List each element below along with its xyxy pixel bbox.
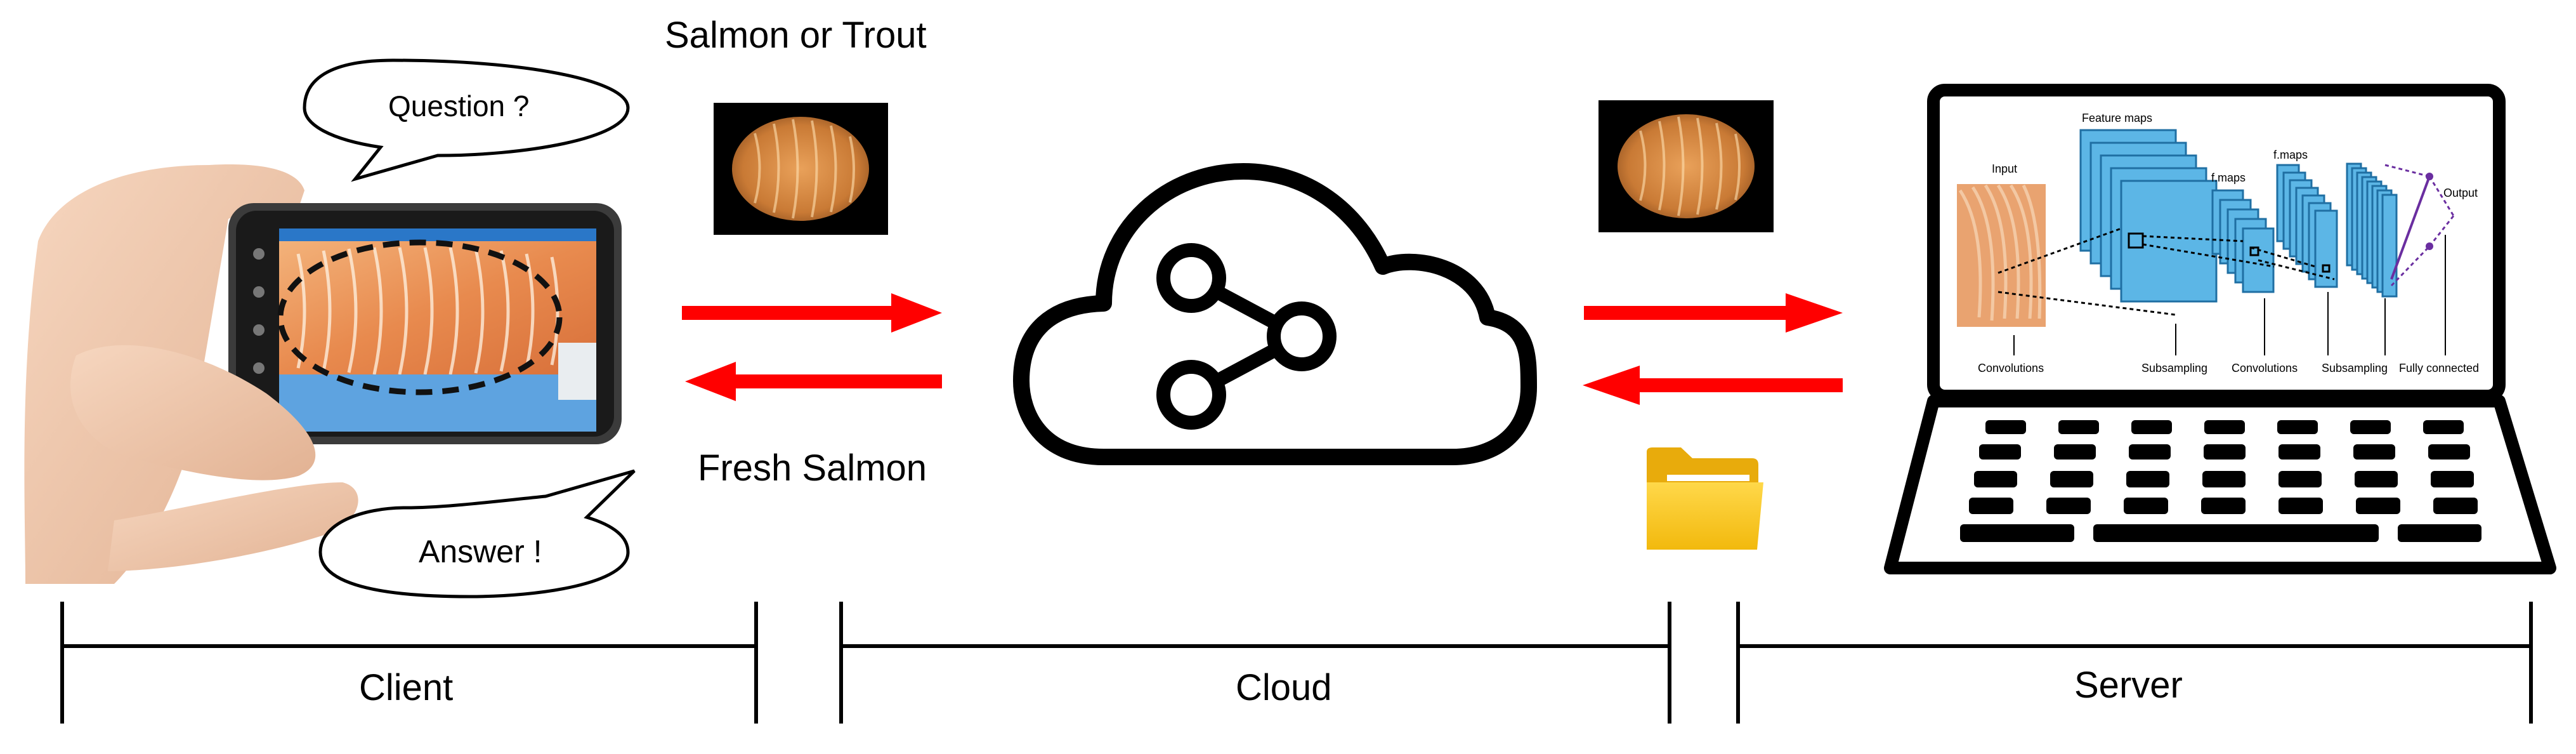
cnn-feature-maps-label: Feature maps (2082, 112, 2152, 124)
cnn-diagram (1957, 129, 2455, 355)
request-label: Salmon or Trout (665, 15, 927, 56)
server-label: Server (2074, 665, 2183, 706)
folder-icon (1647, 447, 1763, 550)
cnn-fmaps-2-label: f.maps (2273, 149, 2308, 161)
answer-bubble (318, 469, 636, 599)
cnn-fully-connected-label: Fully connected (2399, 362, 2479, 374)
cnn-input-label: Input (1992, 162, 2017, 175)
cloud-share-icon (1013, 163, 1537, 465)
response-arrow-left (685, 362, 942, 401)
cnn-output-label: Output (2443, 187, 2478, 199)
cnn-fmaps-1-label: f.maps (2211, 171, 2246, 184)
question-bubble (303, 58, 630, 182)
phone-in-hand-icon (24, 164, 622, 584)
keyboard (1960, 420, 2481, 542)
cnn-subsampling-2-label: Subsampling (2322, 362, 2388, 374)
cnn-subsampling-1-label: Subsampling (2141, 362, 2207, 374)
fish-thumbnail-icon (1599, 100, 1774, 232)
request-arrow-right (1584, 293, 1843, 333)
cloud-label: Cloud (1236, 667, 1332, 708)
cnn-convolutions-1-label: Convolutions (1978, 362, 2044, 374)
laptop-icon (1884, 84, 2556, 574)
client-label: Client (359, 667, 454, 708)
request-arrow-left (682, 293, 942, 333)
cloud-bracket (839, 602, 1671, 724)
question-label: Question ? (388, 89, 530, 122)
response-label: Fresh Salmon (698, 447, 927, 489)
server-bracket (1736, 602, 2533, 724)
fish-thumbnail-icon (714, 103, 888, 235)
answer-label: Answer ! (419, 534, 542, 569)
cnn-convolutions-2-label: Convolutions (2232, 362, 2298, 374)
response-arrow-right (1583, 366, 1843, 405)
client-bracket (60, 602, 758, 724)
